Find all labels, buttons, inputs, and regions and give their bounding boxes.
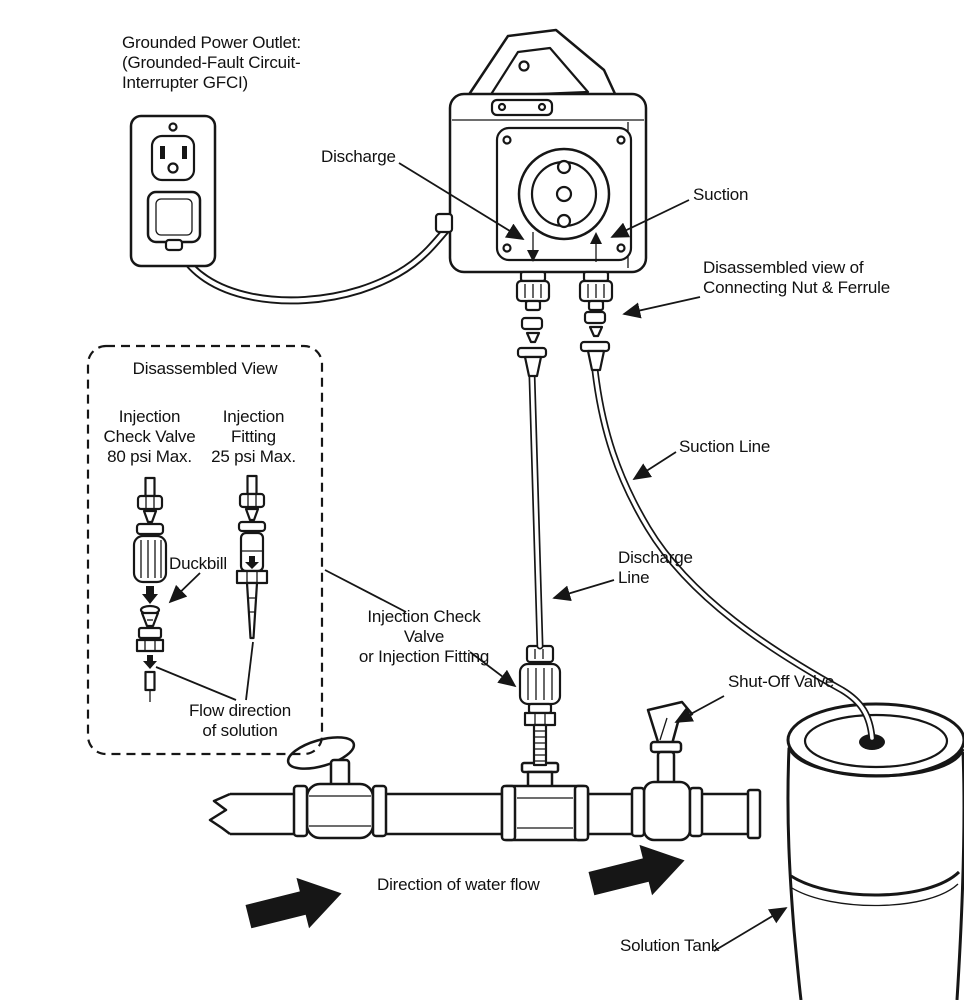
label-injection-check-valve-or-fitting: Injection Check Valve or Injection Fitti… xyxy=(358,607,490,666)
label-connecting-nut-ferrule: Disassembled view of Connecting Nut & Fe… xyxy=(703,258,891,297)
connecting-nut-ferrule-parts xyxy=(516,310,611,378)
solution-tank-drawing xyxy=(786,702,964,1000)
cord-connector xyxy=(434,212,454,234)
label-flow-direction-of-solution: Flow direction of solution xyxy=(188,701,292,740)
suction-line-tube xyxy=(591,366,876,742)
water-pipe-assembly xyxy=(208,700,762,842)
discharge-port-drawing xyxy=(515,270,551,312)
suction-port-drawing xyxy=(578,270,614,312)
plug-drawing xyxy=(146,190,202,252)
tank-bung-hole xyxy=(859,734,885,750)
discharge-line-tube xyxy=(528,372,544,650)
disassembled-view-box xyxy=(86,344,324,756)
line-flow-direction-left xyxy=(155,666,237,701)
leader-lines xyxy=(155,162,788,952)
label-suction-line: Suction Line xyxy=(679,437,771,456)
leader-shut-off-valve xyxy=(674,695,725,723)
label-disassembled-view-title: Disassembled View xyxy=(132,359,278,378)
injection-check-valve-assembly xyxy=(518,644,562,767)
label-discharge: Discharge xyxy=(321,147,396,166)
label-injection-fitting-25psi: Injection Fitting 25 psi Max. xyxy=(211,407,296,466)
label-solution-tank: Solution Tank xyxy=(620,936,720,955)
label-injection-check-valve-80psi: Injection Check Valve 80 psi Max. xyxy=(103,407,196,466)
ball-valve-drawing xyxy=(286,736,388,840)
power-cord-drawing xyxy=(174,224,452,305)
leader-suction xyxy=(610,199,690,238)
pump-drawing xyxy=(434,28,648,312)
leader-connecting-nut xyxy=(622,296,701,319)
water-flow-arrows xyxy=(245,844,685,929)
line-box-to-injection-label xyxy=(324,569,407,613)
line-flow-direction-right xyxy=(245,641,254,701)
label-discharge-line: Discharge Line xyxy=(618,548,693,587)
label-suction: Suction xyxy=(693,185,749,204)
outlet-screw xyxy=(168,122,178,132)
injection-fitting-parts-column xyxy=(235,474,269,640)
label-shut-off-valve: Shut-Off Valve xyxy=(728,672,835,691)
label-duckbill: Duckbill xyxy=(169,554,227,573)
leader-duckbill xyxy=(168,572,201,604)
suction-flow-arrow-icon xyxy=(590,232,602,262)
discharge-flow-arrow-icon xyxy=(527,232,539,262)
label-grounded-power-outlet: Grounded Power Outlet: (Grounded-Fault C… xyxy=(122,33,301,92)
leader-injection-point xyxy=(469,651,517,688)
leader-discharge xyxy=(398,162,525,240)
pipe-end-collar xyxy=(746,788,762,840)
injection-tee-drawing xyxy=(500,761,590,842)
flow-arrow-left xyxy=(245,877,342,929)
leader-suction-line xyxy=(632,451,677,480)
check-valve-parts-column xyxy=(132,476,168,702)
flow-arrow-right xyxy=(588,844,685,896)
leader-discharge-line xyxy=(552,579,615,602)
leader-solution-tank xyxy=(713,907,788,952)
shut-off-valve-drawing xyxy=(630,700,704,842)
label-direction-of-water-flow: Direction of water flow xyxy=(377,875,540,894)
wall-outlet-drawing xyxy=(129,114,217,268)
